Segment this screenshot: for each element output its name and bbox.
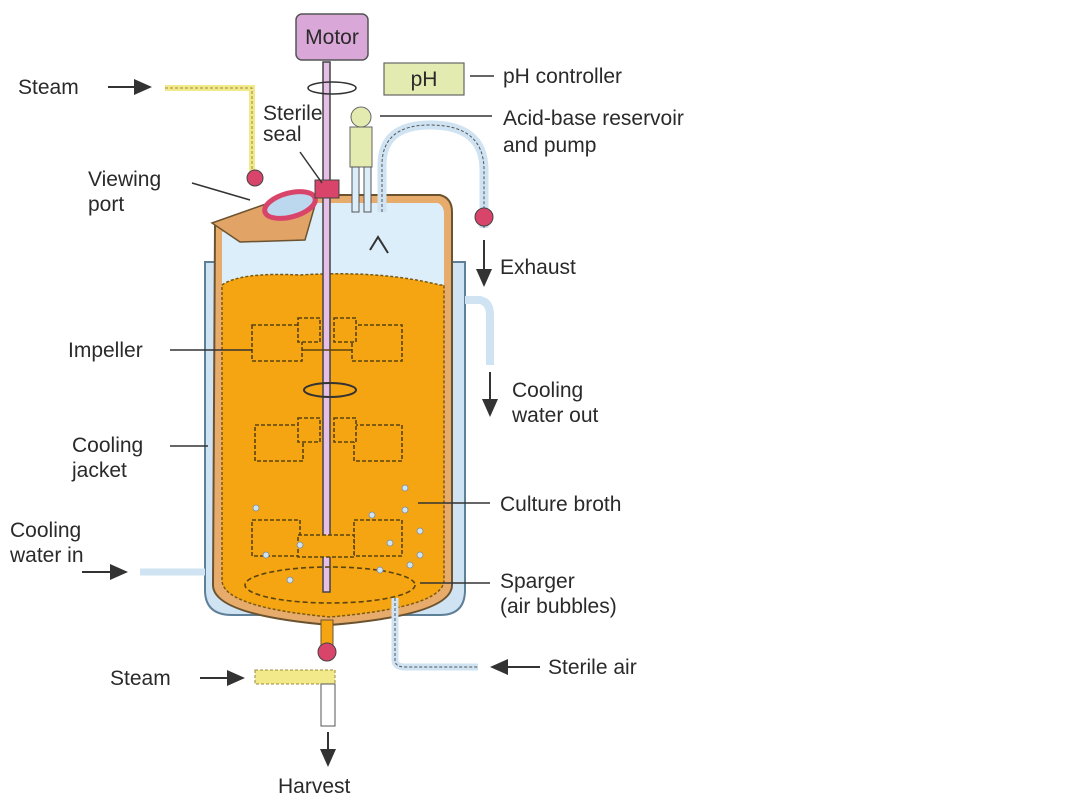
label-acid-base-1: Acid-base reservoir (503, 107, 684, 130)
cooling-water-out-pipe (465, 296, 494, 365)
label-impeller: Impeller (68, 339, 143, 362)
label-cooling-jacket-1: Cooling (72, 434, 143, 457)
impeller-middle (254, 417, 403, 462)
steam-pipe-top (165, 85, 255, 175)
rotation-arrow-mid (303, 382, 357, 398)
label-sparger-2: (air bubbles) (500, 595, 617, 618)
air-bubbles (252, 484, 424, 584)
rotation-arrow-top (307, 81, 357, 95)
motor-label: Motor (305, 26, 359, 49)
label-harvest: Harvest (278, 775, 351, 798)
impeller-shaft (322, 61, 331, 593)
label-ph-controller: pH controller (503, 65, 622, 88)
label-cooling-water-out-2: water out (511, 404, 599, 427)
label-cooling-water-in-1: Cooling (10, 519, 81, 542)
label-exhaust: Exhaust (500, 256, 576, 279)
ph-controller-box (383, 62, 465, 96)
impeller-top (251, 317, 403, 362)
exhaust-valve (474, 207, 494, 227)
label-sparger-1: Sparger (500, 570, 575, 593)
sparger-ring (244, 566, 416, 604)
label-acid-base-2: and pump (503, 134, 596, 157)
ph-box-label: pH (411, 68, 438, 91)
viewing-port-leader (191, 182, 251, 201)
label-cooling-water-out-1: Cooling (512, 379, 583, 402)
label-viewing-port-1: Viewing (88, 168, 161, 191)
label-cooling-water-in-2: water in (9, 544, 84, 567)
label-culture-broth: Culture broth (500, 493, 621, 516)
label-steam-top: Steam (18, 76, 79, 99)
label-steam-bottom: Steam (110, 667, 171, 690)
label-sterile-seal-1: Sterile (263, 102, 323, 125)
harvest-valve (317, 642, 337, 662)
label-sterile-seal-2: seal (263, 123, 302, 146)
label-viewing-port-2: port (88, 193, 124, 216)
acid-base-reservoir (350, 106, 372, 128)
steam-pipe-bottom (254, 669, 336, 685)
label-cooling-jacket-2: jacket (71, 459, 127, 482)
sterile-seal (314, 179, 340, 199)
steam-valve-top (246, 169, 264, 187)
sterile-seal-leader (299, 151, 323, 184)
impeller-bottom (251, 519, 403, 558)
motor-box (295, 13, 369, 61)
label-sterile-air: Sterile air (548, 656, 637, 679)
